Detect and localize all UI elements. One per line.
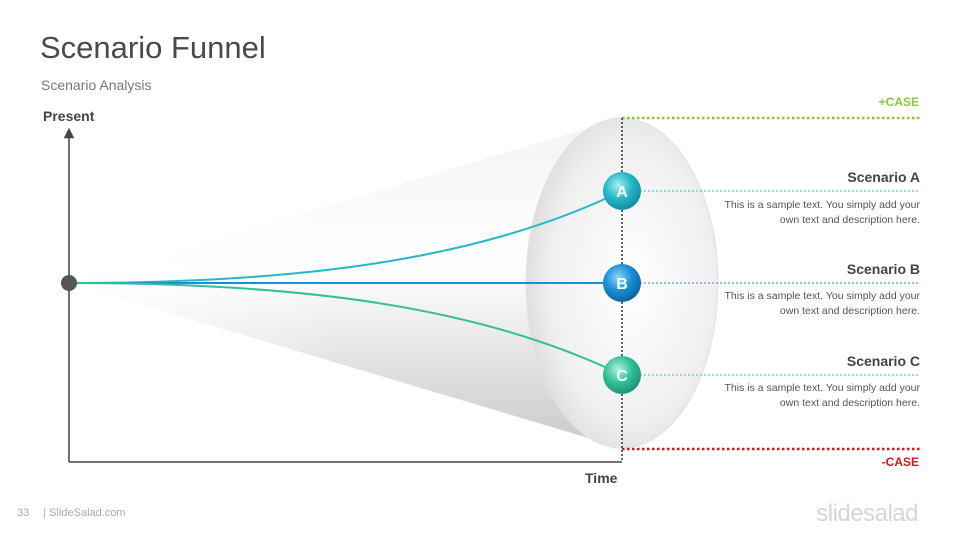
scenario-c-title: Scenario C [846, 353, 920, 369]
scenario-a-curve [68, 190, 623, 284]
origin-dot [61, 275, 77, 291]
scenario-b-description: This is a sample text. You simply add yo… [724, 290, 920, 317]
scenario-a-description: This is a sample text. You simply add yo… [724, 199, 920, 226]
y-axis-label: Present [43, 108, 95, 124]
page-title: Scenario Funnel [40, 30, 266, 65]
page-subtitle: Scenario Analysis [41, 77, 152, 93]
scenario-b-title: Scenario B [846, 261, 920, 277]
scenario-c-marker-label: C [616, 368, 628, 385]
x-axis-label: Time [585, 470, 618, 486]
scenario-b-marker: B [603, 264, 641, 302]
scenario-a-marker-label: A [616, 184, 628, 201]
scenario-a-title: Scenario A [847, 169, 920, 185]
page-number: 33 [17, 507, 30, 519]
scenario-c-description: This is a sample text. You simply add yo… [724, 382, 920, 409]
footer-link[interactable]: | SlideSalad.com [43, 507, 126, 519]
scenario-a-marker: A [603, 172, 641, 210]
scenario-b-marker-label: B [616, 276, 628, 293]
scenario-c-curve [68, 282, 623, 376]
footer: 33 | SlideSalad.com [17, 507, 126, 519]
plus-case-label: +CASE [878, 95, 919, 109]
minus-case-label: -CASE [881, 455, 919, 469]
brand-logo: slidesalad [816, 500, 918, 527]
scenario-c-marker: C [603, 356, 641, 394]
